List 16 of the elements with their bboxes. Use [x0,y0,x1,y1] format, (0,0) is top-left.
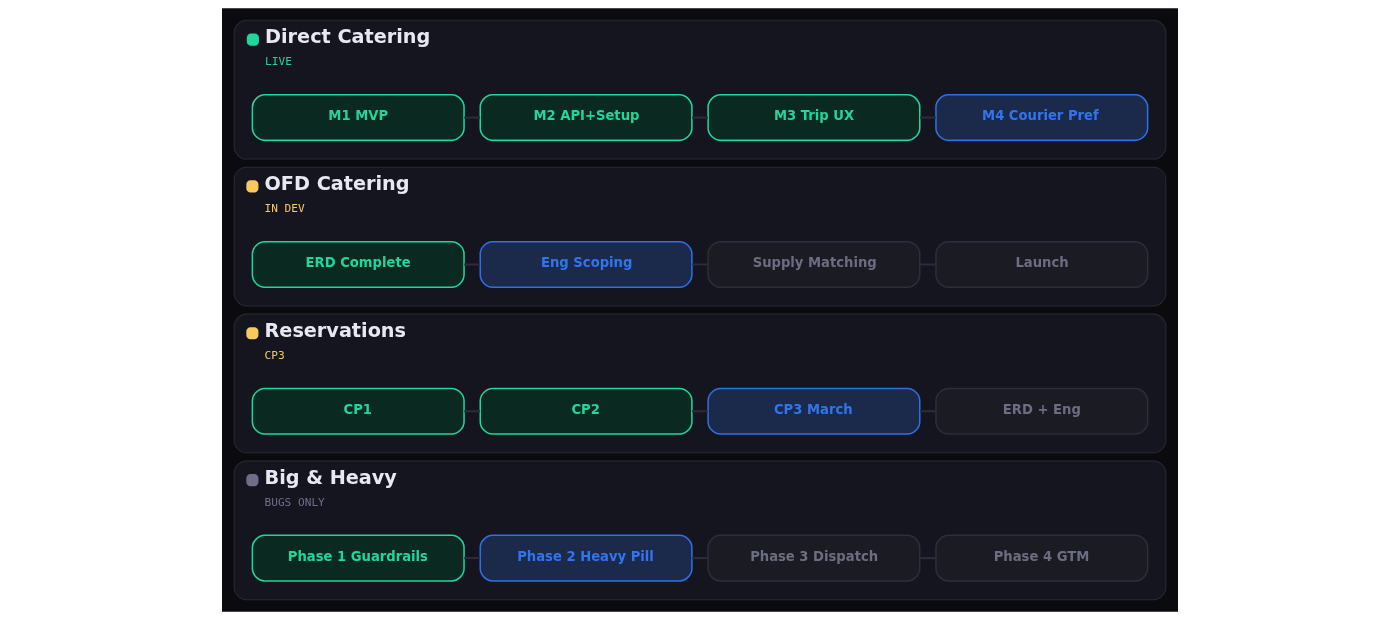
node-box: CP3 March [707,387,921,435]
node-box: M2 API+Setup [479,94,693,142]
node-box: Phase 3 Dispatch [707,534,921,582]
node-box: CP1 [251,387,465,435]
node-box: Eng Scoping [479,240,693,288]
node-box: M1 MVP [251,94,465,142]
node-box: Supply Matching [707,240,921,288]
node-box: CP2 [479,387,693,435]
node-box: Phase 4 GTM [935,534,1149,582]
node-box: Phase 1 Guardrails [251,534,465,582]
node-box: M3 Trip UX [707,94,921,142]
node-box: Phase 2 Heavy Pill [479,534,693,582]
node-box: M4 Courier Pref [935,94,1149,142]
node-box: Launch [935,240,1149,288]
node-box: ERD Complete [251,240,465,288]
node-box: ERD + Eng [935,387,1149,435]
